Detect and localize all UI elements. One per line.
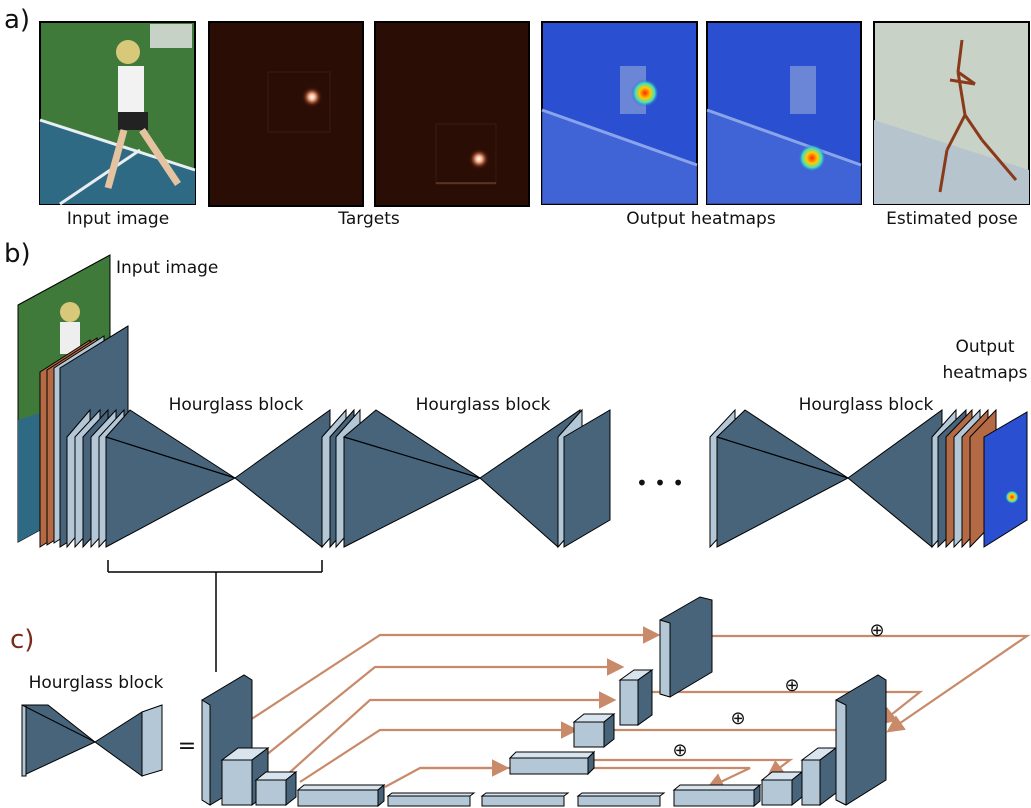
add-symbol-2: ⊕ <box>784 675 799 696</box>
encoder-blocks <box>201 674 762 808</box>
target-heatmap-1 <box>208 21 364 207</box>
caption-output-heatmaps: Output heatmaps <box>626 209 776 229</box>
decoder-blocks <box>508 596 887 807</box>
hourglass-block-1 <box>98 408 355 549</box>
caption-targets: Targets <box>337 209 400 229</box>
hourglass-block-3 <box>709 408 957 549</box>
equals-sign: = <box>178 734 196 759</box>
output-heatmap-2 <box>706 21 862 205</box>
ellipsis-dots: • • • <box>636 471 684 495</box>
caption-estimated-pose: Estimated pose <box>886 209 1018 229</box>
hourglass-block-label: Hourglass block <box>29 673 164 693</box>
estimated-pose-image <box>873 21 1030 205</box>
output-label-line1: Output <box>955 337 1014 357</box>
caption-input-image: Input image <box>67 209 169 229</box>
output-heatmap-1 <box>541 21 698 205</box>
target-heatmap-2 <box>374 21 530 207</box>
add-symbol-1: ⊕ <box>869 620 884 641</box>
output-layers <box>937 408 997 549</box>
output-label-line2: heatmaps <box>943 363 1028 383</box>
section-label-c: c) <box>10 625 34 655</box>
zoom-bracket <box>107 560 323 672</box>
add-symbol-4: ⊕ <box>672 740 687 761</box>
pose-skeleton <box>938 39 1018 193</box>
hourglass-block-2 <box>335 408 611 549</box>
section-label-b: b) <box>4 239 31 269</box>
hourglass-mini-icon <box>21 704 163 777</box>
section-label-a: a) <box>4 5 30 35</box>
add-symbol-3: ⊕ <box>730 708 745 729</box>
hourglass-label-3: Hourglass block <box>799 395 934 415</box>
hourglass-label-2: Hourglass block <box>416 395 551 415</box>
hourglass-label-1: Hourglass block <box>169 395 304 415</box>
input-photo <box>39 21 196 206</box>
input-image-label: Input image <box>116 258 218 278</box>
output-heatmap-slab <box>983 411 1028 548</box>
